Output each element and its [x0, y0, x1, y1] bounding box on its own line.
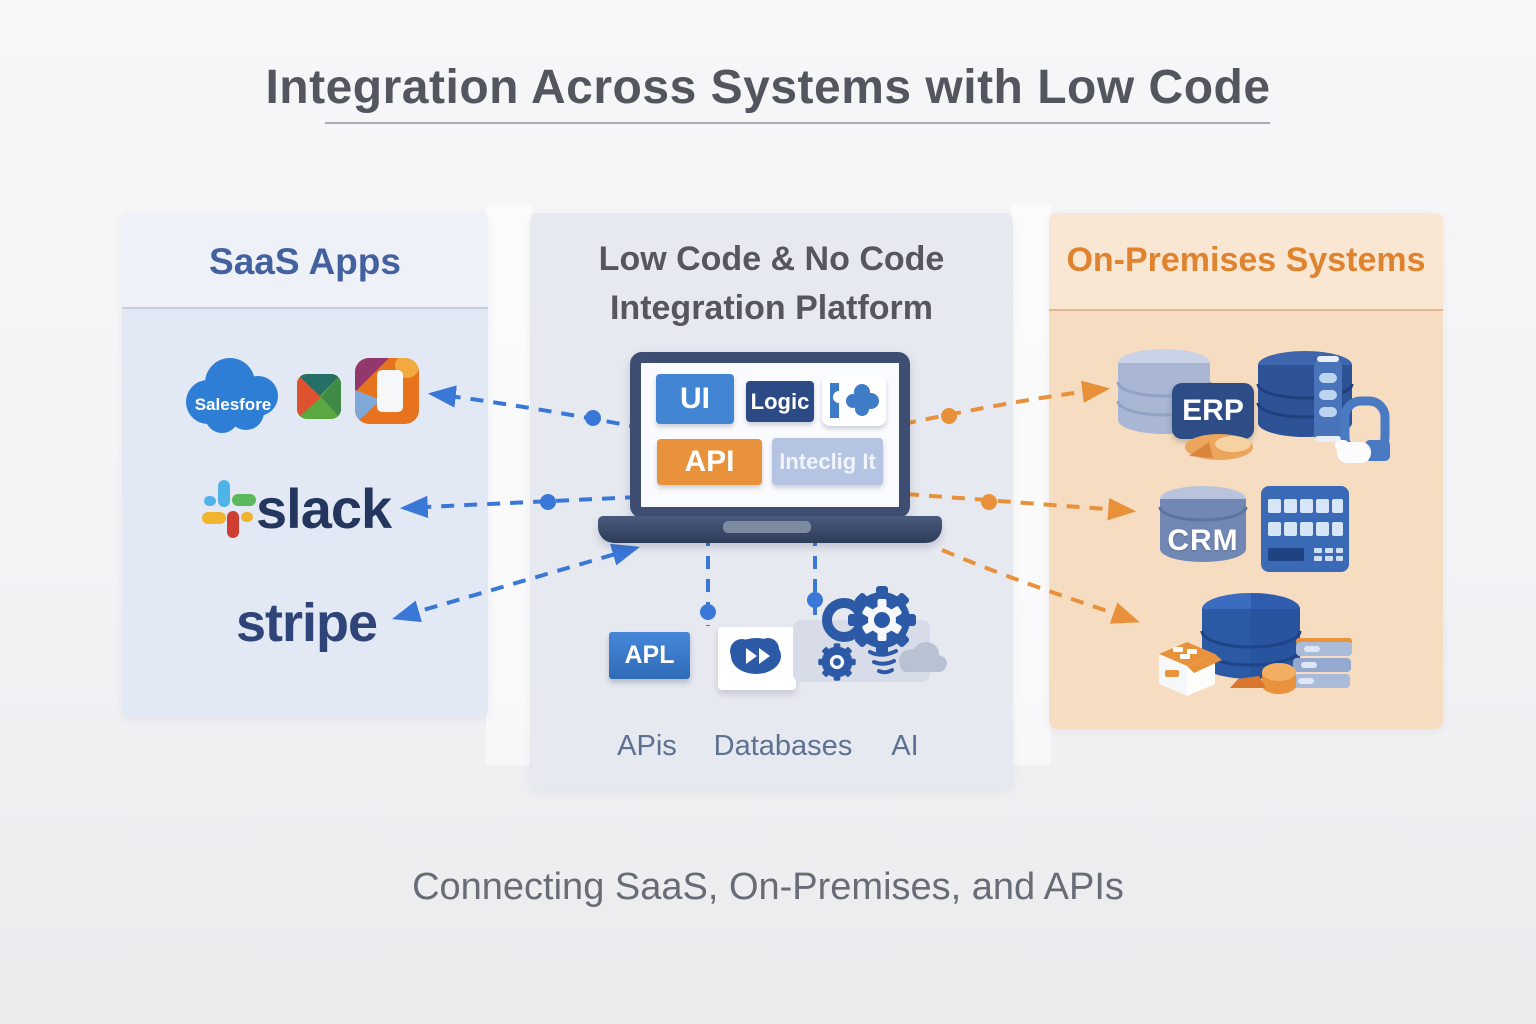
platform-title-line1: Low Code & No Code: [598, 240, 945, 278]
large-gear-icon: [848, 586, 916, 654]
hand-icon: [1335, 440, 1371, 463]
arrow-platform-to-erp: [902, 380, 1111, 426]
wedge-icon: [1230, 676, 1266, 688]
platform-panel-title: Low Code & No Code Integration Platform: [530, 235, 1013, 334]
arrow-platform-to-slack: [399, 495, 639, 519]
play-store-icon: [297, 374, 341, 419]
salesforce-label: Salesfore: [195, 395, 272, 414]
onprem-panel-header-band: [1049, 213, 1443, 311]
squiggle-icon: [868, 649, 898, 675]
arrow-platform-to-crm: [905, 492, 1137, 521]
arrow-platform-to-stripe: [391, 543, 641, 623]
slack-icon: [202, 480, 256, 538]
crm-database-icon: [1158, 486, 1248, 562]
database-sync-icon: [730, 638, 781, 689]
apis-label: APis: [617, 730, 677, 762]
api-tile: API: [657, 439, 762, 485]
platform-title-line2: Integration Platform: [609, 289, 934, 328]
laptop-illustration: UI Logic API Inteclig It: [630, 352, 910, 518]
page-title: Integration Across Systems with Low Code: [265, 61, 1271, 114]
app-box-icon: [1159, 642, 1222, 696]
connector-dots: [540, 408, 997, 620]
bird-icon: [846, 384, 879, 416]
secure-database-icon: [1256, 351, 1354, 442]
small-gear-icon: [818, 643, 856, 681]
database-sync-tile: [718, 627, 796, 690]
cloud-icon: [899, 642, 947, 672]
laptop-base: [598, 516, 942, 543]
background-stripe: [486, 205, 532, 765]
databases-label: Databases: [713, 730, 853, 762]
warehouse-database-icon: [1200, 593, 1302, 679]
saas-panel-header-band: [122, 213, 488, 309]
padlock-icon: [1335, 396, 1390, 463]
puzzle-piece-icon: [830, 383, 879, 418]
logic-tile: Logic: [746, 381, 814, 422]
api-chip: APL: [609, 632, 690, 679]
saas-panel: SaaS Apps: [122, 213, 488, 718]
intelligence-tile: Inteclig It: [772, 438, 883, 485]
arrow-platform-to-officeapp: [427, 385, 643, 430]
slack-wordmark: slack: [256, 477, 392, 540]
ui-tile: UI: [656, 374, 734, 424]
erp-badge: ERP: [1172, 383, 1254, 439]
arrow-platform-to-warehouse: [941, 548, 1140, 624]
coin-icon: [1262, 663, 1296, 694]
background-stripe: [1011, 205, 1051, 765]
ai-label: AI: [891, 730, 919, 762]
stripe-wordmark: stripe: [236, 593, 378, 653]
saas-panel-title: SaaS Apps: [209, 241, 401, 282]
ai-gears-icon: [818, 586, 947, 681]
puzzle-piece-tile: [822, 375, 886, 426]
salesforce-cloud-icon: Salesfore: [186, 358, 278, 433]
title-underline: [325, 122, 1270, 124]
onprem-panel-title: On-Premises Systems: [1066, 241, 1426, 279]
pointing-hand-icon: [1185, 434, 1253, 460]
server-rack-icon: [1261, 486, 1349, 572]
caption: Connecting SaaS, On-Premises, and APIs: [412, 866, 1124, 908]
crm-label: CRM: [1167, 524, 1239, 557]
laptop-notch: [723, 521, 811, 533]
office-app-icon: [355, 358, 419, 424]
server-stack-icon: [1290, 638, 1352, 688]
